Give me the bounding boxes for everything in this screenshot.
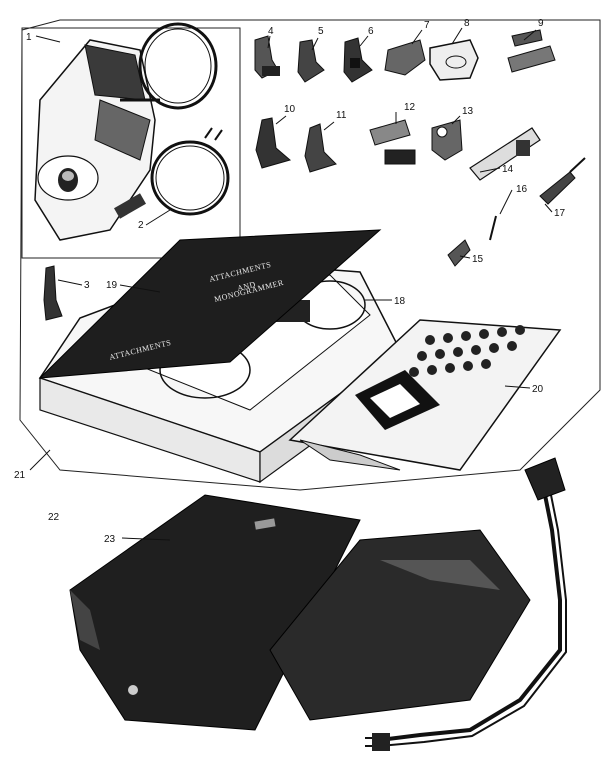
label-22: 22 [48,512,60,523]
label-14: 14 [502,164,514,175]
label-16: 16 [516,184,528,195]
label-7: 7 [424,20,430,31]
box-lid-text-line-2: AND [236,280,256,293]
attachment-13[interactable] [431,119,463,161]
needle[interactable] [489,215,497,241]
label-2: 2 [138,220,144,231]
label-12: 12 [404,102,416,113]
label-10: 10 [284,104,296,115]
attachment-7[interactable] [384,39,426,76]
label-11: 11 [336,110,347,121]
label-1: 1 [26,32,32,43]
screwdriver[interactable] [539,157,586,205]
small-foot[interactable] [43,265,63,321]
seam-guide[interactable] [469,127,541,181]
presser-foot-5[interactable] [297,39,325,83]
label-17: 17 [554,208,566,219]
label-5: 5 [318,26,324,37]
cam-card[interactable] [288,319,562,471]
label-21: 21 [14,470,26,481]
presser-foot-10[interactable] [255,117,292,169]
label-23: 23 [104,534,116,545]
label-13: 13 [462,106,474,117]
embroidery-hoop[interactable] [150,127,230,216]
presser-foot-6[interactable] [343,37,373,83]
part-labels: 1 2 3 4 5 6 7 8 9 10 11 12 13 14 15 16 1… [14,18,566,545]
label-6: 6 [368,26,374,37]
power-cord[interactable] [365,457,567,751]
small-part-15[interactable] [447,239,471,267]
attachment-12[interactable] [369,119,416,165]
monogrammer-frame [21,27,241,259]
box-lid[interactable]: ATTACHMENTS AND MONOGRAMMER ATTACHMENTS [38,229,382,379]
monogrammer[interactable] [34,22,218,241]
label-8: 8 [464,18,470,29]
cam-dots [409,325,525,377]
label-15: 15 [472,254,484,265]
foot-control[interactable] [69,494,531,731]
label-9: 9 [538,18,544,29]
attachment-9[interactable] [507,29,556,73]
label-4: 4 [268,26,274,37]
label-18: 18 [394,296,406,307]
presser-foot-4[interactable] [254,35,280,79]
leader-lines [29,27,553,541]
attachments-group-outline [19,19,601,491]
label-19: 19 [106,280,118,291]
label-3: 3 [84,280,90,291]
presser-foot-11[interactable] [304,123,337,173]
label-20: 20 [532,384,544,395]
attachment-8[interactable] [429,39,479,81]
